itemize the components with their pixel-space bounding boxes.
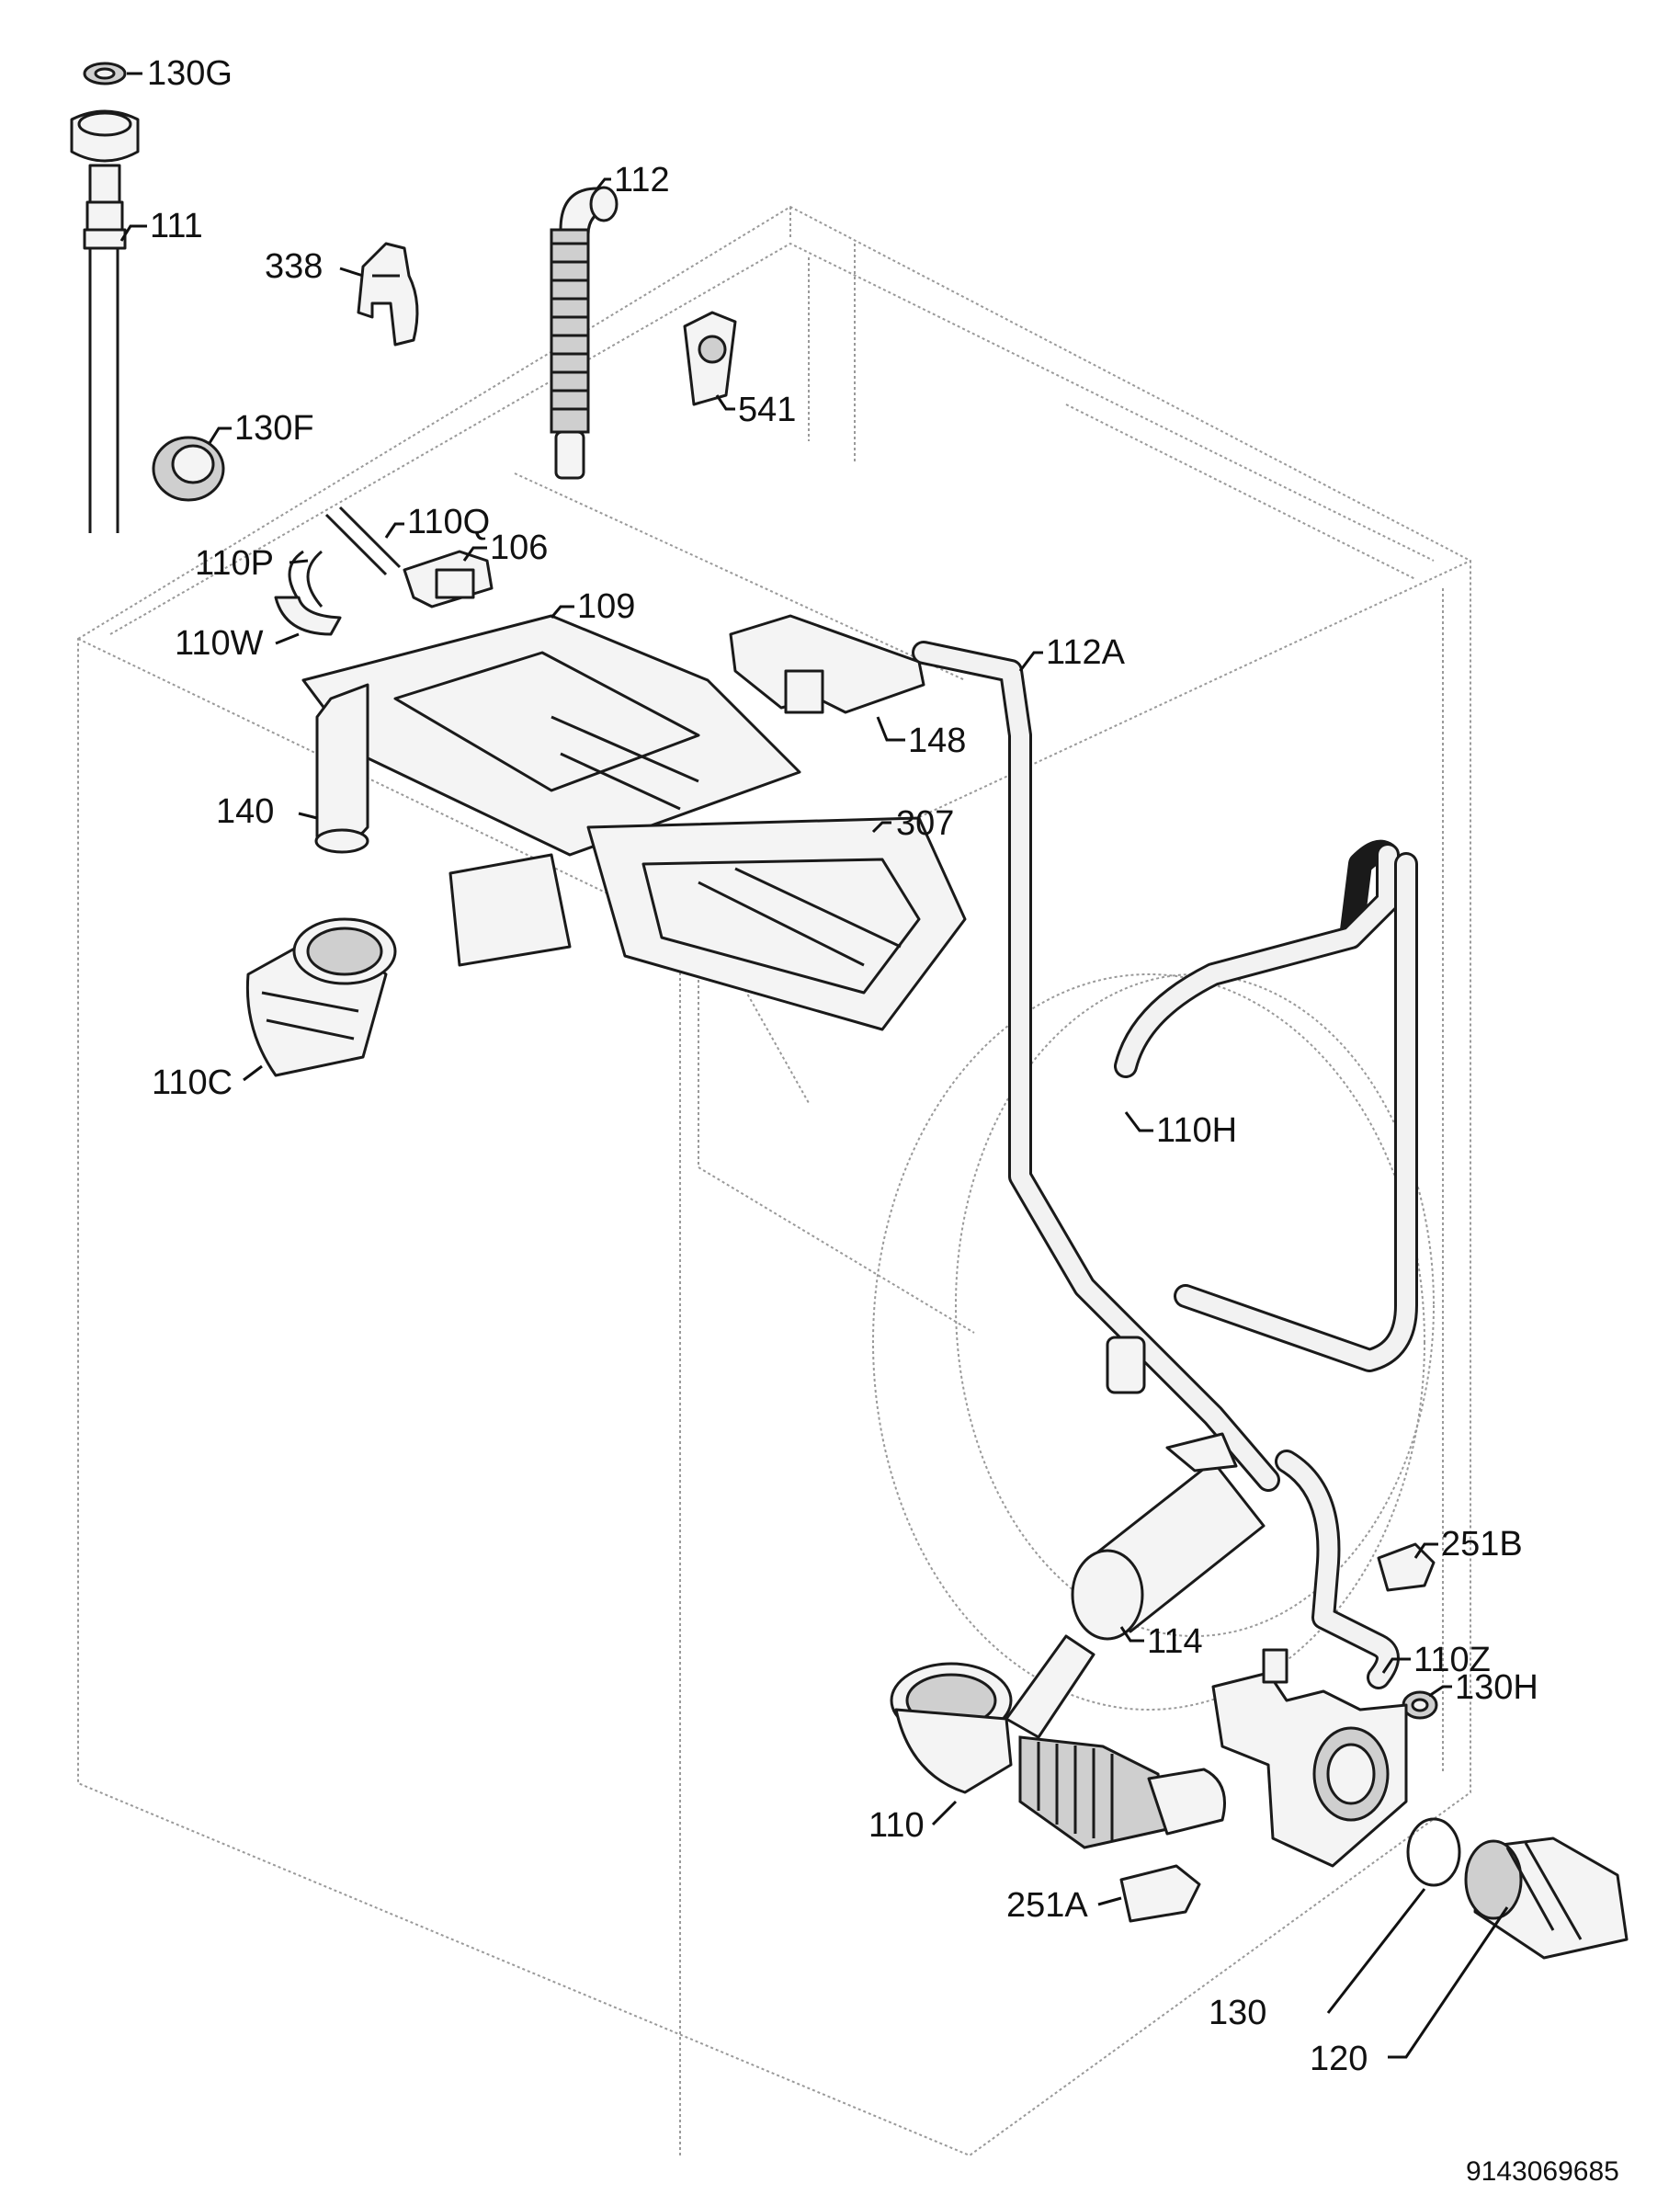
bracket-148 [729, 614, 925, 714]
sump-hose-110 [890, 1634, 1226, 1849]
seal-130H [1402, 1690, 1438, 1720]
inlet-small-hoses [274, 506, 494, 636]
cabinet-outline [77, 205, 1471, 2157]
o-ring-130 [1406, 1817, 1461, 1887]
grommet-130F [152, 436, 225, 502]
label-112: 112 [614, 161, 670, 199]
label-106: 106 [490, 529, 548, 567]
label-110W: 110W [175, 624, 264, 663]
clip-251B [1377, 1542, 1436, 1592]
label-130F: 130F [234, 409, 314, 448]
label-251B: 251B [1441, 1525, 1523, 1564]
label-110: 110 [868, 1806, 925, 1845]
label-109: 109 [577, 587, 635, 626]
label-140: 140 [216, 792, 274, 831]
pump-filter-120 [1464, 1836, 1629, 1960]
part-labels: 130G 111 338 112 541 130F 110Q 106 110P … [147, 54, 1538, 2078]
label-338: 338 [265, 247, 323, 286]
label-110H: 110H [1156, 1111, 1237, 1150]
internal-hoses [912, 641, 1418, 1689]
hose-bracket-338 [357, 242, 419, 347]
label-130: 130 [1209, 1994, 1266, 2032]
inlet-hose-111 [70, 62, 140, 533]
label-130G: 130G [147, 54, 233, 93]
label-110Q: 110Q [407, 503, 490, 541]
label-110C: 110C [152, 1063, 233, 1102]
document-number: 9143069685 [1466, 2156, 1619, 2187]
label-111: 111 [150, 207, 203, 245]
label-251A: 251A [1006, 1886, 1088, 1925]
label-110P: 110P [195, 544, 274, 583]
label-120: 120 [1310, 2040, 1368, 2078]
bellows-110C [245, 917, 397, 1077]
corrugated-hose-112 [550, 186, 619, 480]
plate-541 [683, 311, 737, 406]
label-110Z: 110Z [1413, 1641, 1491, 1679]
detergent-dispenser-assembly [301, 614, 967, 1031]
label-112A: 112A [1046, 633, 1126, 672]
label-307: 307 [896, 804, 954, 843]
pump-housing [1211, 1648, 1408, 1868]
leader-lines [119, 72, 1509, 2059]
filter-cylinder-114 [1071, 1432, 1266, 1641]
label-114: 114 [1147, 1622, 1203, 1661]
label-541: 541 [738, 391, 796, 429]
label-130H: 130H [1455, 1668, 1538, 1707]
label-148: 148 [908, 722, 966, 760]
clip-251A [1119, 1864, 1201, 1923]
